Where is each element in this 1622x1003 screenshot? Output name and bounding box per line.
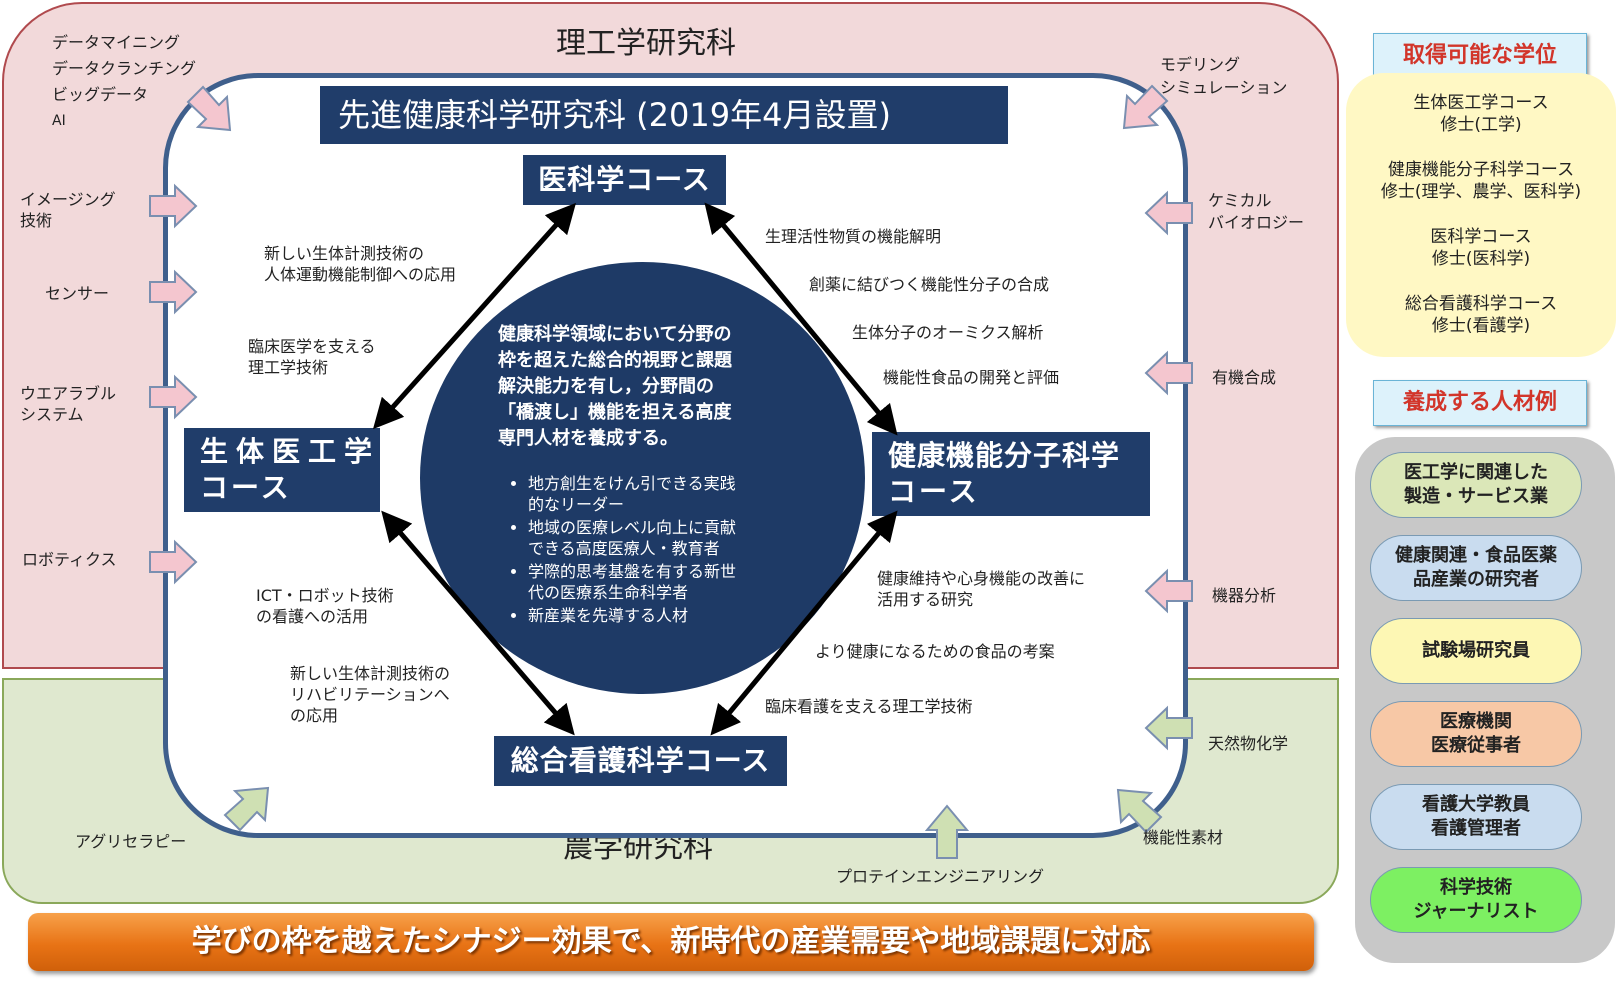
talent-cloud: 医療機関医療従事者 bbox=[1370, 701, 1582, 767]
input-arrow bbox=[223, 786, 270, 832]
input-label-functional-materials: 機能性素材 bbox=[1143, 828, 1224, 847]
relation-label: 生理活性物質の機能解明 bbox=[765, 227, 942, 246]
input-label-sensor: センサー bbox=[45, 284, 110, 303]
degree-item: 生体医工学コース修士(工学) bbox=[1413, 93, 1549, 135]
talent-cloud: 看護大学教員看護管理者 bbox=[1370, 784, 1582, 850]
mission-line: 専門人材を養成する。 bbox=[498, 428, 678, 449]
relation-label: 新しい生体計測技術のリハビリテーションへの応用 bbox=[290, 664, 451, 725]
course-biomedical-engineering: 生体医工学 コース bbox=[184, 428, 380, 512]
relation-label: 機能性食品の開発と評価 bbox=[883, 368, 1060, 387]
input-arrow bbox=[1144, 350, 1193, 396]
input-label-organic: 有機合成 bbox=[1212, 368, 1277, 387]
input-label-modeling: モデリングシミュレーション bbox=[1160, 55, 1288, 97]
science-engineering-title: 理工学研究科 bbox=[556, 26, 736, 61]
input-label-protein-eng: プロテインエンジニアリング bbox=[836, 867, 1045, 886]
course-label: コース bbox=[200, 471, 292, 504]
course-label: コース bbox=[888, 475, 980, 508]
talent-cloud: 健康関連・食品医薬品産業の研究者 bbox=[1370, 535, 1582, 601]
program-banner: 先進健康科学研究科 (2019年4月設置) bbox=[320, 86, 1008, 144]
degrees-panel: 生体医工学コース修士(工学) 健康機能分子科学コース修士(理学、農学、医科学) … bbox=[1346, 73, 1616, 357]
input-label-wearable: ウエアラブルシステム bbox=[20, 384, 117, 424]
relation-label: 創薬に結びつく機能性分子の合成 bbox=[809, 275, 1050, 294]
input-arrow bbox=[149, 269, 198, 315]
relation-label: 臨床看護を支える理工学技術 bbox=[765, 697, 973, 716]
connector-arrow bbox=[381, 510, 575, 736]
connector-arrow bbox=[372, 202, 577, 430]
degrees-title: 取得可能な学位 bbox=[1373, 33, 1587, 79]
relation-label: 健康維持や心身機能の改善に活用する研究 bbox=[877, 569, 1086, 609]
input-arrow bbox=[1144, 190, 1193, 236]
input-label-agri-therapy: アグリセラピー bbox=[75, 832, 187, 851]
relation-label: 生体分子のオーミクス解析 bbox=[852, 323, 1044, 342]
input-label-instrument: 機器分析 bbox=[1212, 586, 1277, 605]
course-label: 健康機能分子科学 bbox=[888, 439, 1121, 472]
connector-arrow bbox=[704, 202, 898, 436]
input-label-imaging: イメージング技術 bbox=[20, 190, 116, 230]
connector-arrow bbox=[710, 510, 898, 736]
input-arrow bbox=[1144, 568, 1193, 614]
talent-cloud: 医工学に関連した製造・サービス業 bbox=[1370, 452, 1582, 518]
degree-item: 医科学コース修士(医科学) bbox=[1430, 227, 1532, 269]
input-arrow bbox=[186, 85, 232, 132]
input-arrow bbox=[1144, 705, 1193, 751]
relation-label: より健康になるための食品の考案 bbox=[815, 642, 1055, 661]
input-arrow bbox=[149, 183, 198, 229]
synergy-banner: 学びの枠を越えたシナジー効果で、新時代の産業需要や地域課題に対応 bbox=[28, 913, 1314, 971]
relation-label: ICT・ロボット技術の看護への活用 bbox=[256, 586, 394, 626]
input-arrow bbox=[149, 374, 198, 420]
talent-title: 養成する人材例 bbox=[1373, 380, 1587, 426]
course-label: 生体医工学 bbox=[200, 435, 381, 468]
talent-cloud: 試験場研究員 bbox=[1370, 618, 1582, 684]
course-medical-science: 医科学コース bbox=[523, 155, 726, 205]
course-health-molecular: 健康機能分子科学 コース bbox=[872, 432, 1150, 516]
input-arrow bbox=[924, 804, 970, 859]
talent-cloud: 科学技術ジャーナリスト bbox=[1370, 867, 1582, 933]
course-nursing: 総合看護科学コース bbox=[494, 736, 787, 786]
input-arrow bbox=[1116, 788, 1163, 834]
input-label-chembio: ケミカルバイオロジー bbox=[1208, 191, 1305, 232]
input-label-natural-products: 天然物化学 bbox=[1208, 734, 1289, 753]
input-label-robotics: ロボティクス bbox=[22, 550, 117, 569]
input-arrow bbox=[1122, 84, 1169, 130]
degree-item: 健康機能分子科学コース修士(理学、農学、医科学) bbox=[1380, 160, 1582, 202]
input-arrow bbox=[149, 539, 198, 585]
relation-label: 新しい生体計測技術の人体運動機能制御への応用 bbox=[264, 244, 457, 284]
relation-label: 臨床医学を支える理工学技術 bbox=[248, 337, 376, 377]
degree-item: 総合看護科学コース修士(看護学) bbox=[1404, 294, 1558, 336]
